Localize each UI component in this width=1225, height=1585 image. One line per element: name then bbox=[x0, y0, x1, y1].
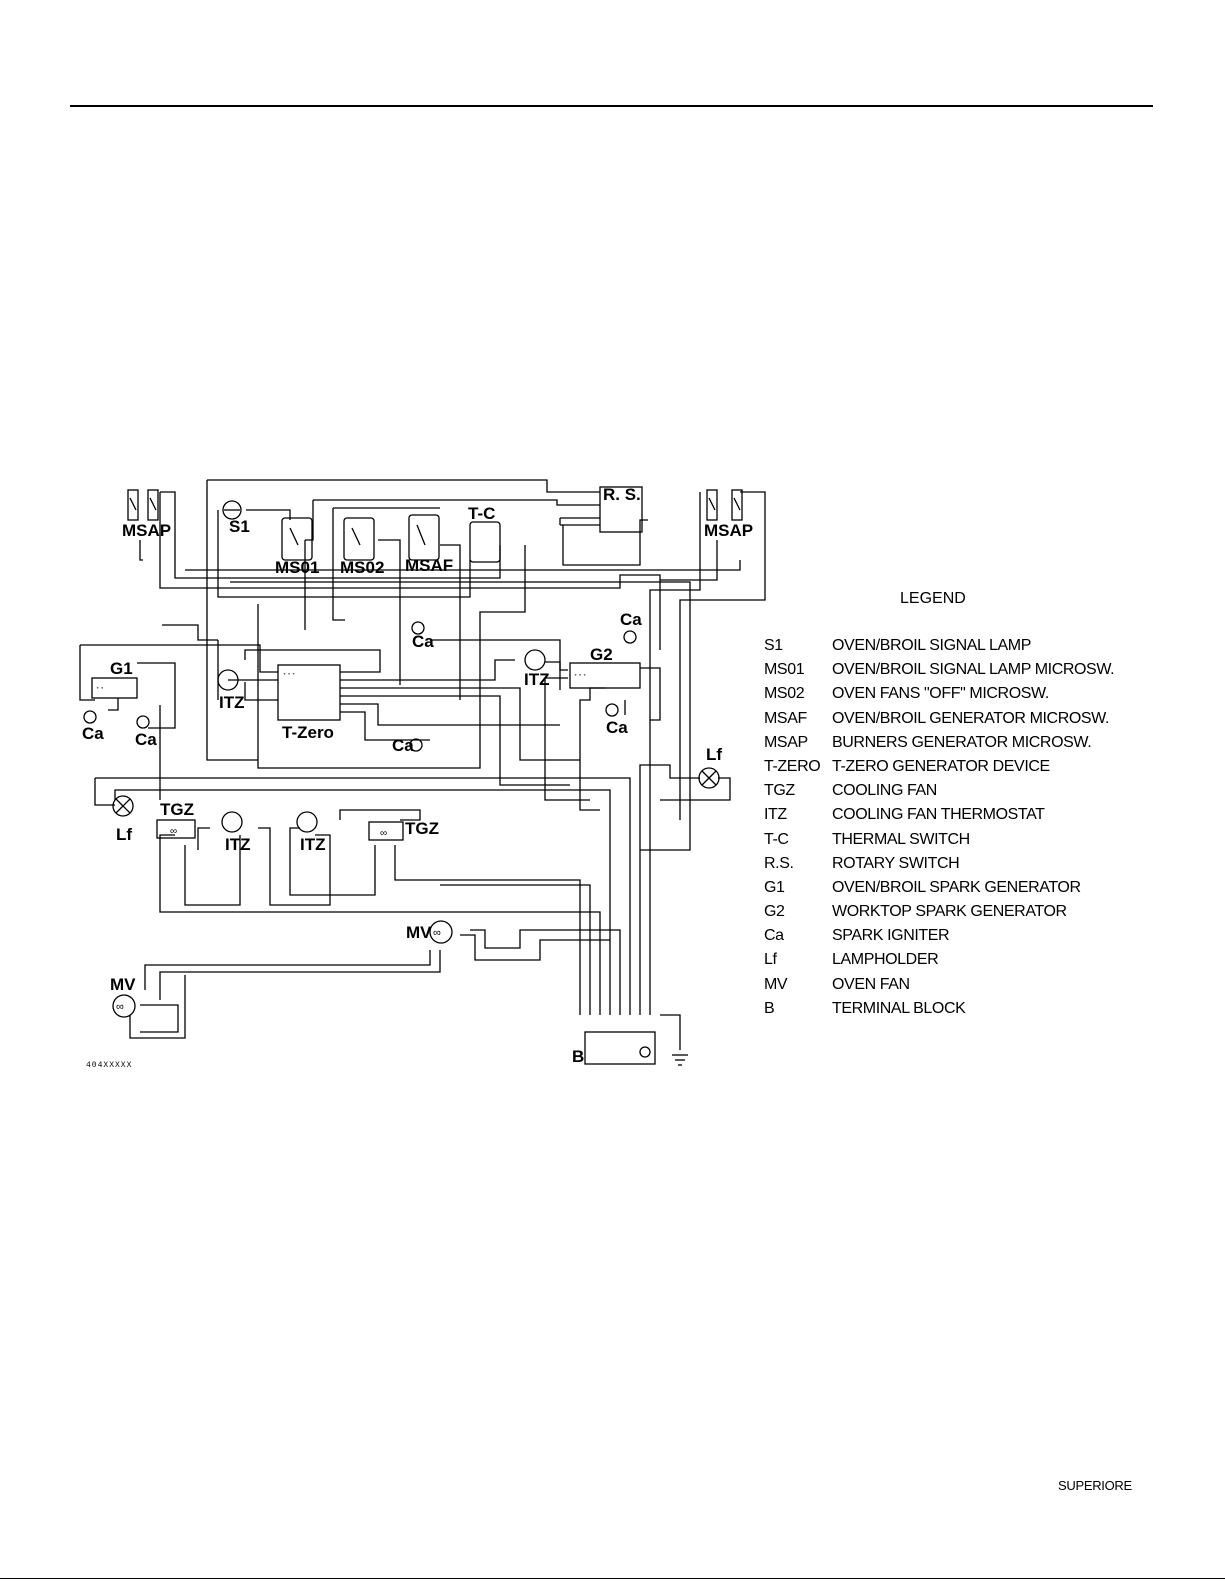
legend-description: OVEN/BROIL SIGNAL LAMP MICROSW. bbox=[832, 661, 1115, 679]
footer-rule bbox=[0, 1578, 1225, 1579]
legend-description: OVEN FAN bbox=[832, 975, 910, 993]
legend-description: WORKTOP SPARK GENERATOR bbox=[832, 903, 1067, 921]
legend-item: MS02 OVEN FANS "OFF" MICROSW. bbox=[764, 685, 1114, 709]
legend-code: TGZ bbox=[764, 782, 795, 800]
legend-description: T-ZERO GENERATOR DEVICE bbox=[832, 757, 1050, 775]
label-lf-right: Lf bbox=[706, 745, 722, 764]
legend-description: BURNERS GENERATOR MICROSW. bbox=[832, 733, 1092, 751]
header-rule bbox=[70, 105, 1153, 107]
legend-item: R.S. ROTARY SWITCH bbox=[764, 855, 1114, 879]
legend-description: SPARK IGNITER bbox=[832, 927, 950, 945]
label-tzero: T-Zero bbox=[282, 723, 334, 742]
label-ca-right-bottom: Ca bbox=[606, 718, 628, 737]
legend-title: LEGEND bbox=[900, 590, 966, 607]
label-ms02: MS02 bbox=[340, 558, 384, 577]
label-tc: T-C bbox=[468, 504, 495, 523]
label-msap-left: MSAP bbox=[122, 521, 171, 540]
legend-code: B bbox=[764, 999, 775, 1017]
mv-2-fan-icon: ∞ bbox=[116, 1001, 124, 1013]
legend-code: G2 bbox=[764, 903, 785, 921]
tgz-1-fan-icon: ∞ bbox=[170, 826, 177, 837]
tzero-terminal-text: ∘ ∘ ∘ bbox=[283, 671, 295, 677]
label-mv-1: MV bbox=[406, 923, 432, 942]
legend-code: Lf bbox=[764, 951, 777, 969]
label-tgz-1: TGZ bbox=[160, 800, 194, 819]
legend-item: G1 OVEN/BROIL SPARK GENERATOR bbox=[764, 879, 1114, 903]
legend-code: Ca bbox=[764, 927, 784, 945]
legend-description: OVEN/BROIL SPARK GENERATOR bbox=[832, 878, 1081, 896]
legend-description: COOLING FAN bbox=[832, 782, 937, 800]
label-itz-4: ITZ bbox=[300, 835, 326, 854]
g1-terminal-text: ∘ ∘ bbox=[96, 685, 104, 691]
label-ca-left-2: Ca bbox=[135, 730, 157, 749]
legend-description: THERMAL SWITCH bbox=[832, 830, 970, 848]
label-ca-right-top: Ca bbox=[620, 610, 642, 629]
label-itz-3: ITZ bbox=[225, 835, 251, 854]
legend-description: OVEN FANS "OFF" MICROSW. bbox=[832, 685, 1049, 703]
legend-code: S1 bbox=[764, 637, 783, 654]
label-lf-left: Lf bbox=[116, 825, 132, 844]
label-ca-top-mid: Ca bbox=[412, 632, 434, 651]
legend-item: T-C THERMAL SWITCH bbox=[764, 831, 1114, 855]
label-ca-mid: Ca bbox=[392, 736, 414, 755]
label-msaf: MSAF bbox=[405, 556, 453, 575]
legend-item: TGZ COOLING FAN bbox=[764, 782, 1114, 806]
legend-item: T-ZERO T-ZERO GENERATOR DEVICE bbox=[764, 758, 1114, 782]
tgz-2-fan-icon: ∞ bbox=[380, 828, 387, 839]
legend-code: ITZ bbox=[764, 806, 787, 824]
legend-code: G1 bbox=[764, 878, 785, 896]
legend-item: MS01 OVEN/BROIL SIGNAL LAMP MICROSW. bbox=[764, 661, 1115, 685]
legend-description: LAMPHOLDER bbox=[832, 951, 939, 969]
legend-item: MV OVEN FAN bbox=[764, 976, 1114, 1000]
label-b: B bbox=[572, 1047, 584, 1066]
label-s1: S1 bbox=[229, 517, 250, 536]
legend-code: MV bbox=[764, 975, 788, 993]
label-rs: R. S. bbox=[603, 485, 641, 504]
g2-terminal-text: ∘ ∘ ∘ bbox=[574, 672, 586, 678]
label-tgz-2: TGZ bbox=[405, 819, 439, 838]
label-ca-left-1: Ca bbox=[82, 724, 104, 743]
legend-code: R.S. bbox=[764, 854, 794, 872]
legend-item: Ca SPARK IGNITER bbox=[764, 927, 1114, 951]
legend-item: MSAP BURNERS GENERATOR MICROSW. bbox=[764, 734, 1114, 758]
legend-code: T-C bbox=[764, 830, 789, 848]
legend-item: S1 OVEN/BROIL SIGNAL LAMP bbox=[764, 637, 1114, 661]
label-msap-right: MSAP bbox=[704, 521, 753, 540]
legend-description: OVEN/BROIL GENERATOR MICROSW. bbox=[832, 709, 1110, 727]
label-itz-1: ITZ bbox=[219, 693, 245, 712]
legend-item: ITZ COOLING FAN THERMOSTAT bbox=[764, 806, 1114, 830]
mv-1-fan-icon: ∞ bbox=[433, 927, 441, 939]
label-mv-2: MV bbox=[110, 975, 136, 994]
legend-code: MSAP bbox=[764, 733, 808, 751]
footer-brand: SUPERIORE bbox=[1058, 1478, 1132, 1493]
legend-description: ROTARY SWITCH bbox=[832, 854, 960, 872]
legend-item: B TERMINAL BLOCK bbox=[764, 1000, 1114, 1024]
legend-description: COOLING FAN THERMOSTAT bbox=[832, 806, 1045, 824]
label-g1: G1 bbox=[110, 659, 133, 678]
legend-item: MSAF OVEN/BROIL GENERATOR MICROSW. bbox=[764, 710, 1114, 734]
legend-description: OVEN/BROIL SIGNAL LAMP bbox=[832, 637, 1031, 654]
label-g2: G2 bbox=[590, 645, 613, 664]
legend-item: G2 WORKTOP SPARK GENERATOR bbox=[764, 903, 1114, 927]
legend-item: Lf LAMPHOLDER bbox=[764, 951, 1114, 975]
label-itz-2: ITZ bbox=[524, 670, 550, 689]
legend-description: TERMINAL BLOCK bbox=[832, 999, 966, 1017]
label-ms01: MS01 bbox=[275, 558, 319, 577]
legend-code: MS02 bbox=[764, 685, 805, 703]
drawing-number: 404XXXXX bbox=[86, 1061, 133, 1070]
legend-code: T-ZERO bbox=[764, 757, 821, 775]
legend-code: MS01 bbox=[764, 661, 805, 679]
legend-code: MSAF bbox=[764, 709, 807, 727]
